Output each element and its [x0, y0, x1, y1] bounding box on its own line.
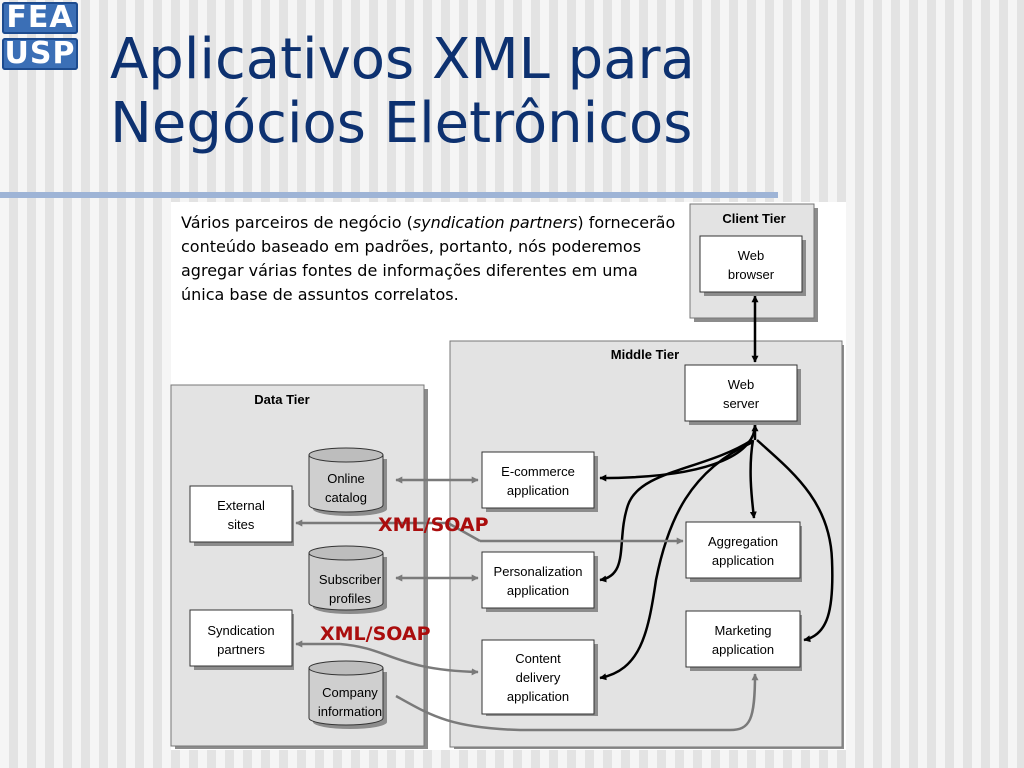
- aggregation-box: Aggregation application: [685, 521, 802, 582]
- web-browser-box: Web browser: [699, 235, 806, 296]
- svg-text:Web: Web: [728, 377, 755, 392]
- intro-text-italic: syndication partners: [412, 213, 578, 232]
- svg-text:Web: Web: [738, 248, 765, 263]
- server-aggregation-arrow: [749, 439, 757, 519]
- intro-text-end: ) fornecerão conteúdo baseado em padrões…: [181, 213, 676, 304]
- subscriber-profiles-database: Subscriber profiles: [308, 545, 387, 614]
- svg-text:Marketing: Marketing: [714, 623, 771, 638]
- syndication-partners-box: Syndication partners: [189, 609, 294, 670]
- svg-text:application: application: [507, 689, 569, 704]
- svg-text:profiles: profiles: [329, 591, 371, 606]
- svg-text:application: application: [507, 583, 569, 598]
- logo-line-usp: USP: [2, 38, 78, 70]
- svg-text:application: application: [712, 553, 774, 568]
- svg-text:Subscriber: Subscriber: [319, 572, 382, 587]
- svg-text:information: information: [318, 704, 382, 719]
- svg-text:application: application: [712, 642, 774, 657]
- title-underline: [0, 192, 778, 198]
- svg-text:catalog: catalog: [325, 490, 367, 505]
- svg-text:Syndication: Syndication: [207, 623, 274, 638]
- intro-text-start: Vários parceiros de negócio (: [181, 213, 413, 232]
- personalization-box: Personalization application: [481, 551, 598, 612]
- intro-paragraph: Vários parceiros de negócio (syndication…: [181, 211, 681, 307]
- ecommerce-box: E-commerce application: [481, 451, 598, 512]
- server-marketing-arrow: [756, 439, 834, 643]
- svg-text:External: External: [217, 498, 265, 513]
- server-content-arrow: [599, 440, 754, 681]
- logo-line-fea: FEA: [2, 2, 78, 34]
- svg-text:delivery: delivery: [516, 670, 561, 685]
- svg-text:partners: partners: [217, 642, 265, 657]
- web-server-box: Web server: [684, 364, 801, 425]
- svg-text:Content: Content: [515, 651, 561, 666]
- client-tier-label: Client Tier: [722, 211, 785, 226]
- svg-text:Company: Company: [322, 685, 378, 700]
- external-sites-link: [447, 521, 481, 543]
- svg-text:Online: Online: [327, 471, 365, 486]
- data-tier-label: Data Tier: [254, 392, 309, 407]
- middle-tier-label: Middle Tier: [611, 347, 679, 362]
- marketing-box: Marketing application: [685, 610, 802, 671]
- svg-text:Aggregation: Aggregation: [708, 534, 778, 549]
- external-sites-box: External sites: [189, 485, 294, 546]
- svg-text:E-commerce: E-commerce: [501, 464, 575, 479]
- xml-soap-label: XML/SOAP: [378, 514, 489, 536]
- server-personalization-arrow: [599, 438, 753, 583]
- svg-text:browser: browser: [728, 267, 775, 282]
- company-information-database: Company information: [308, 660, 387, 729]
- svg-text:Personalization: Personalization: [494, 564, 583, 579]
- svg-text:sites: sites: [228, 517, 255, 532]
- syndication-content-arrow: [339, 642, 479, 676]
- fea-usp-logo: FEA USP: [2, 2, 78, 70]
- svg-text:server: server: [723, 396, 760, 411]
- company-marketing-arrow: [395, 673, 759, 732]
- online-catalog-database: Online catalog: [308, 447, 387, 516]
- svg-text:application: application: [507, 483, 569, 498]
- content-delivery-box: Content delivery application: [481, 639, 598, 716]
- slide-title: Aplicativos XML para Negócios Eletrônico…: [110, 27, 695, 156]
- xml-soap-label: XML/SOAP: [320, 623, 431, 645]
